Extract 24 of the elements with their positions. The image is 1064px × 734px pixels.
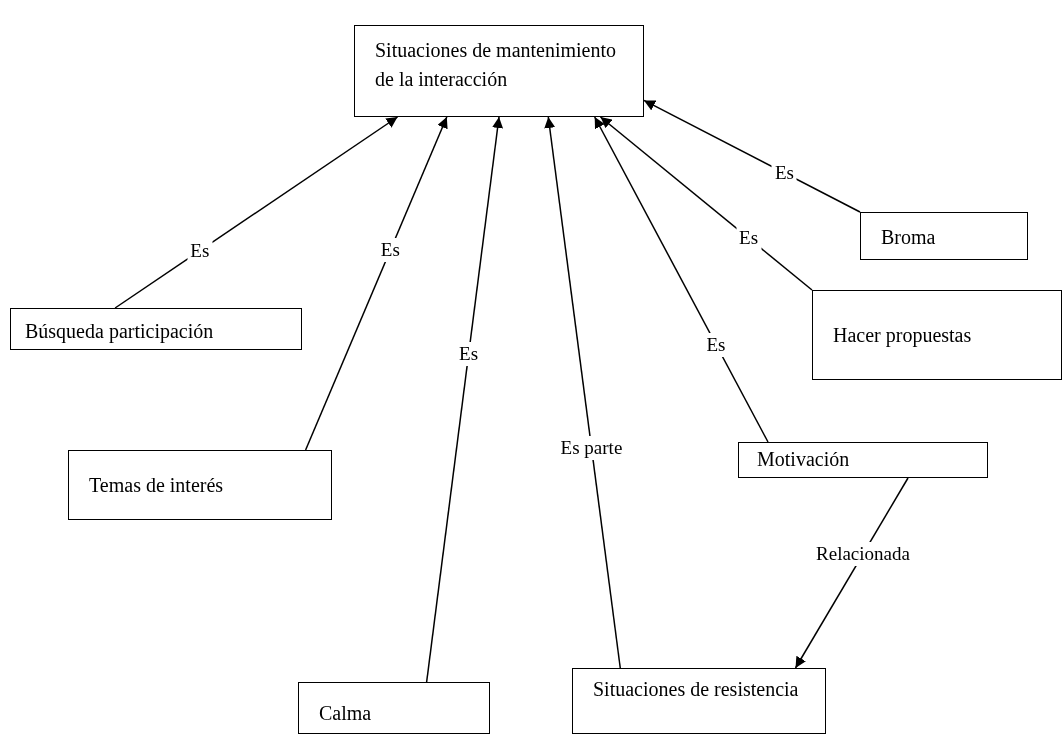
concept-box bbox=[812, 290, 1062, 380]
edge-label: Es bbox=[187, 238, 213, 263]
concept-text: Búsqueda participación bbox=[25, 319, 215, 345]
arrow bbox=[114, 116, 399, 309]
arrow bbox=[593, 116, 769, 443]
concept-box bbox=[738, 442, 988, 478]
arrow bbox=[304, 116, 448, 451]
concept-box bbox=[860, 212, 1028, 260]
concept-text: Situaciones de mantenimiento de la interacción bbox=[375, 38, 618, 92]
arrow bbox=[544, 116, 621, 669]
concept-box bbox=[354, 25, 644, 117]
concept-box bbox=[68, 450, 332, 520]
concept-box bbox=[298, 682, 490, 734]
concept-text: Situaciones de resistencia bbox=[593, 677, 800, 702]
concept-box bbox=[572, 668, 826, 734]
concept-text: Broma bbox=[881, 225, 937, 250]
concept-box bbox=[10, 308, 302, 350]
arrow bbox=[425, 116, 504, 683]
concept-text: Calma bbox=[319, 701, 373, 726]
edge-label: Relacionada bbox=[813, 542, 913, 566]
edge-label: Es bbox=[736, 226, 762, 251]
concept-text: Hacer propuestas bbox=[833, 323, 973, 349]
concept-text: Motivación bbox=[757, 447, 851, 472]
concept-text: Temas de interés bbox=[89, 473, 225, 498]
